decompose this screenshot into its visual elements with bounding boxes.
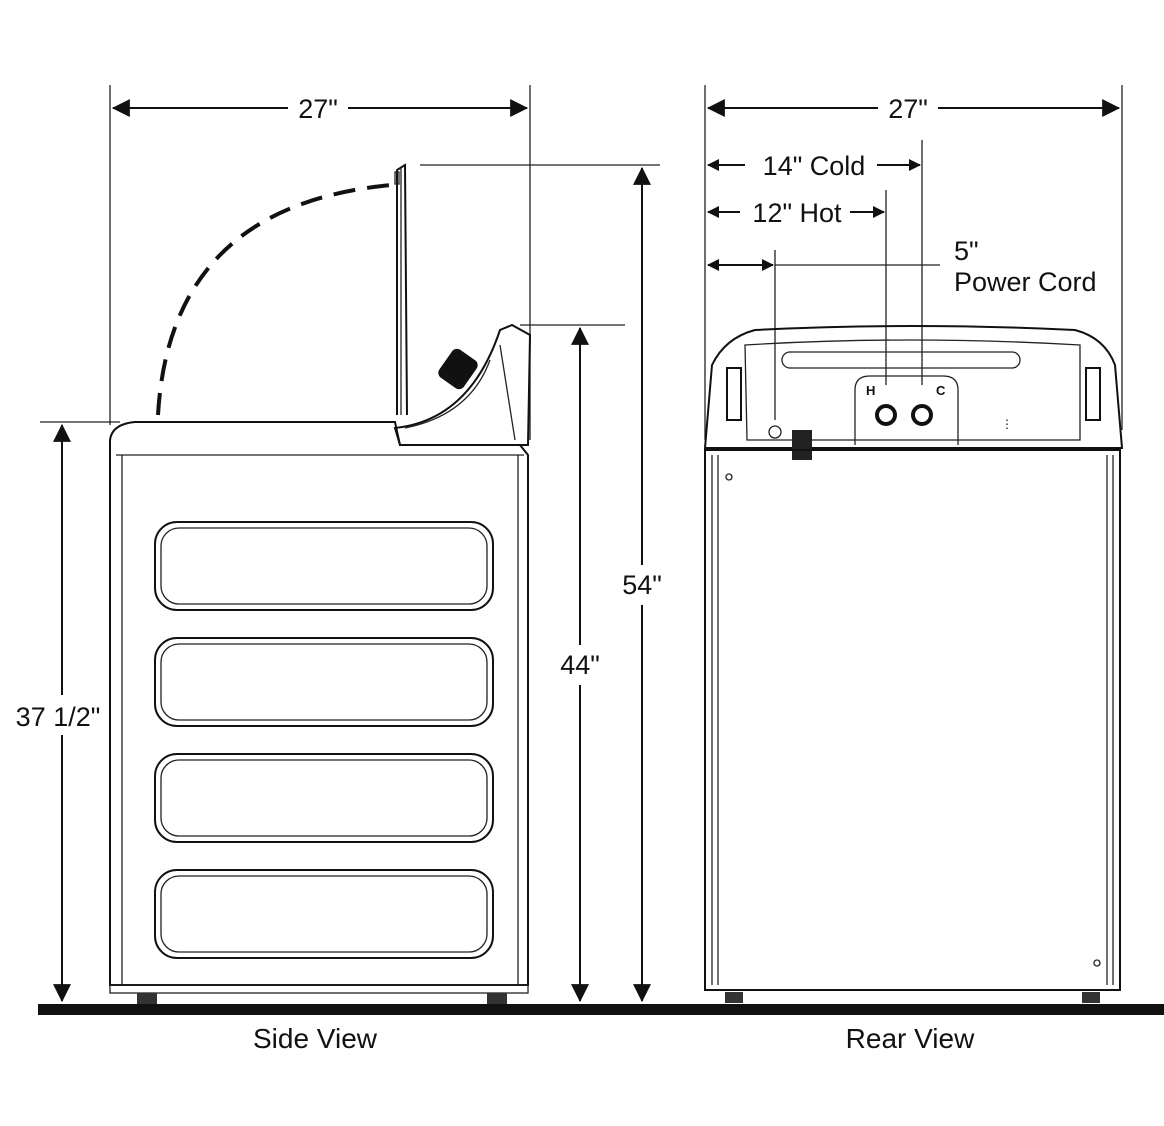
control-knob (438, 348, 478, 390)
rear-width-dimension: 27" (706, 94, 1121, 124)
rear-view: 27" 14" Cold 12" Hot 5" Power Cord (703, 85, 1124, 1054)
side-width-label: 27" (298, 94, 338, 124)
cold-inlet (911, 404, 933, 426)
height-lid-open-label: 54" (622, 570, 662, 600)
outlet-icon: ⋮ (1001, 417, 1013, 431)
washer-side-body (109, 163, 532, 1004)
hot-marker: H (866, 383, 875, 398)
floor-line (38, 1004, 1164, 1015)
height-console-label: 44" (560, 650, 600, 680)
height-cabinet-label: 37 1/2" (16, 702, 101, 732)
height-cabinet-dimension: 37 1/2" (16, 423, 101, 1003)
side-view: 27" 54" 44" 37 1/2" (16, 85, 662, 1054)
height-console-dimension: 44" (560, 326, 600, 1003)
drain-fitting (792, 430, 812, 460)
washer-rear-body: H C ⋮ (703, 325, 1124, 1003)
cold-marker: C (936, 383, 946, 398)
rear-width-label: 27" (888, 94, 928, 124)
side-view-caption: Side View (253, 1023, 378, 1054)
height-lid-open-dimension: 54" (622, 166, 662, 1003)
cold-inlet-dimension: 14" Cold (707, 140, 923, 385)
hot-inlet (875, 404, 897, 426)
hot-inlet-dimension: 12" Hot (707, 190, 887, 385)
cold-inlet-label: 14" Cold (763, 151, 866, 181)
rear-view-caption: Rear View (846, 1023, 975, 1054)
side-width-dimension: 27" (111, 94, 529, 124)
power-cord-dimension: 5" Power Cord (707, 236, 1097, 420)
power-cord-label: Power Cord (954, 267, 1097, 297)
hot-inlet-label: 12" Hot (752, 198, 842, 228)
power-cord-value: 5" (954, 236, 979, 266)
